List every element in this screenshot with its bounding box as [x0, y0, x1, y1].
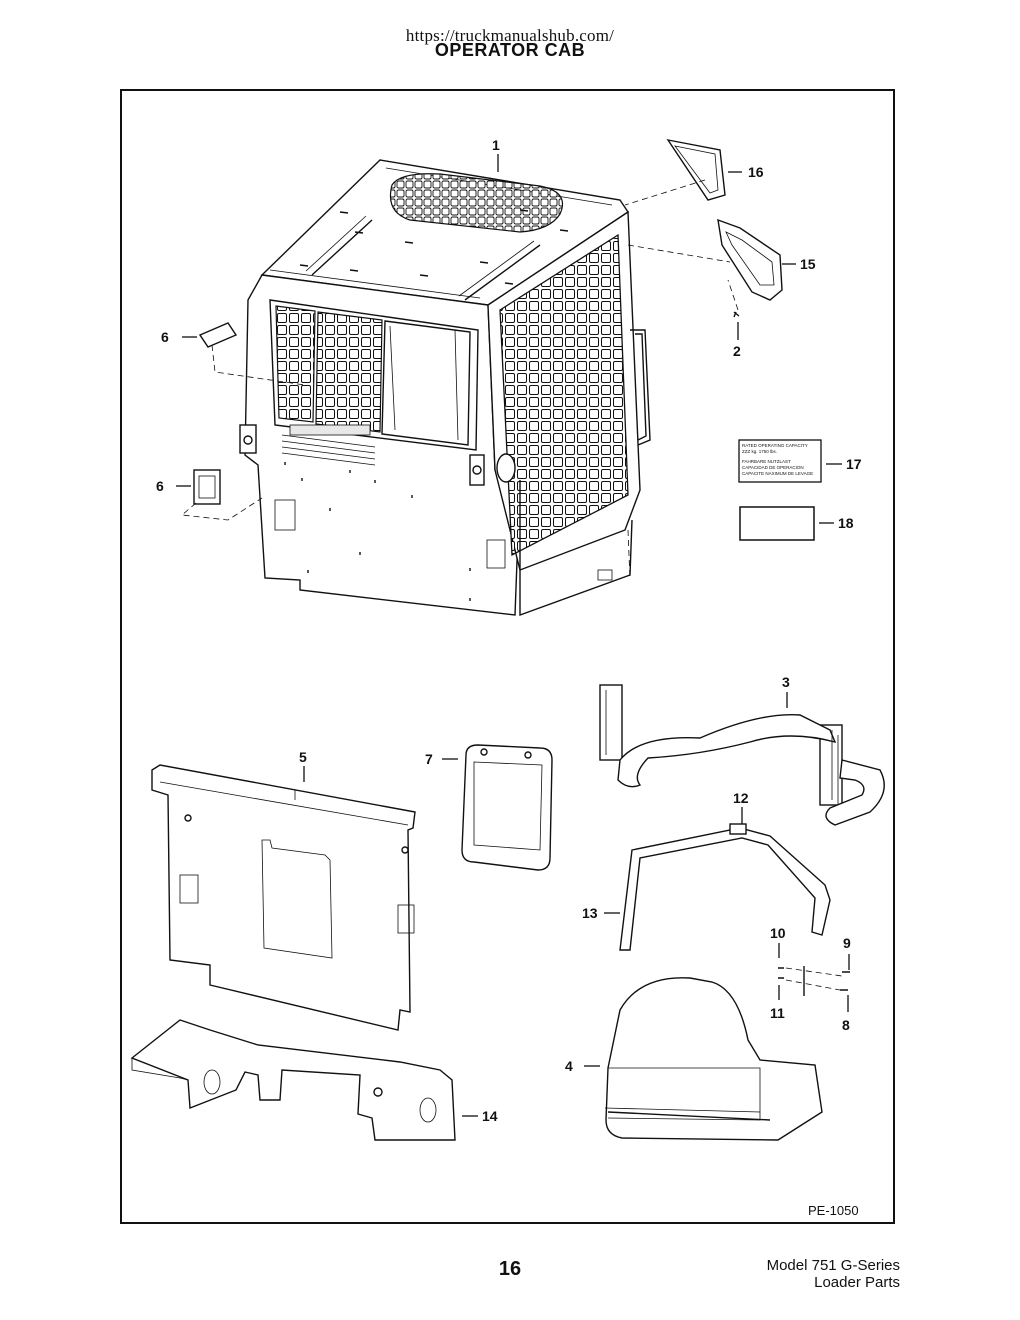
fasteners-8-11 [778, 966, 850, 996]
figure-frame [120, 89, 895, 1224]
page-number: 16 [498, 1258, 522, 1280]
part-7-window [461, 744, 553, 871]
part-15-bracket [717, 218, 783, 318]
part-3-seat-bar [599, 684, 885, 826]
part-4-seat [604, 977, 823, 1141]
footer-model-line-1: Model 751 G-Series [766, 1257, 900, 1274]
part-18-blank-decal [739, 506, 815, 541]
part-16-window-seal [624, 138, 726, 206]
part-6-upper [198, 322, 306, 386]
leader-lines [176, 154, 850, 1117]
callout-5: 5 [299, 749, 307, 765]
callout-4: 4 [565, 1058, 573, 1074]
footer-model-line-2: Loader Parts [814, 1274, 900, 1291]
callout-6-lower: 6 [156, 478, 164, 494]
callout-14: 14 [482, 1108, 498, 1124]
part-12-13-bar [619, 823, 831, 951]
callout-11: 11 [770, 1005, 785, 1021]
part-5-rear-panel [151, 764, 416, 1031]
callout-17: 17 [846, 456, 862, 472]
callout-18: 18 [838, 515, 854, 531]
callout-2: 2 [733, 343, 741, 359]
callout-8: 8 [842, 1017, 850, 1033]
callout-7: 7 [425, 751, 433, 767]
callout-12: 12 [733, 790, 749, 806]
part-17-capacity-decal: RATED OPERATING CAPACITY ZZZ kg. 1750 lb… [738, 439, 822, 483]
footer-model: Model 751 G-Series Loader Parts [700, 1257, 900, 1291]
part-14-seat-support [130, 1019, 456, 1141]
figure-reference: PE-1050 [808, 1203, 859, 1218]
callout-15: 15 [800, 256, 816, 272]
page-title: OPERATOR CAB [434, 40, 586, 60]
callout-3: 3 [782, 674, 790, 690]
callout-13: 13 [582, 905, 598, 921]
decal-line-4: CAPACIDAD DE OPERACION [742, 465, 804, 470]
callout-16: 16 [748, 164, 764, 180]
callout-1: 1 [492, 137, 500, 153]
callout-9: 9 [843, 935, 851, 951]
operator-cab-drawing [239, 159, 731, 616]
callout-10: 10 [770, 925, 786, 941]
callout-6-upper: 6 [161, 329, 169, 345]
part-6-lower [181, 469, 263, 521]
watermark-url: https://truckmanualshub.com/ [405, 26, 615, 45]
decal-line-5: CAPACITE NAXIMUM DE LEVAGE [742, 471, 813, 476]
decal-line-2: ZZZ kg. 1750 lbs. [742, 449, 777, 454]
decal-line-3: FAHRBARE NUTZLAST [742, 459, 791, 464]
decal-line-1: RATED OPERATING CAPACITY [742, 443, 808, 448]
